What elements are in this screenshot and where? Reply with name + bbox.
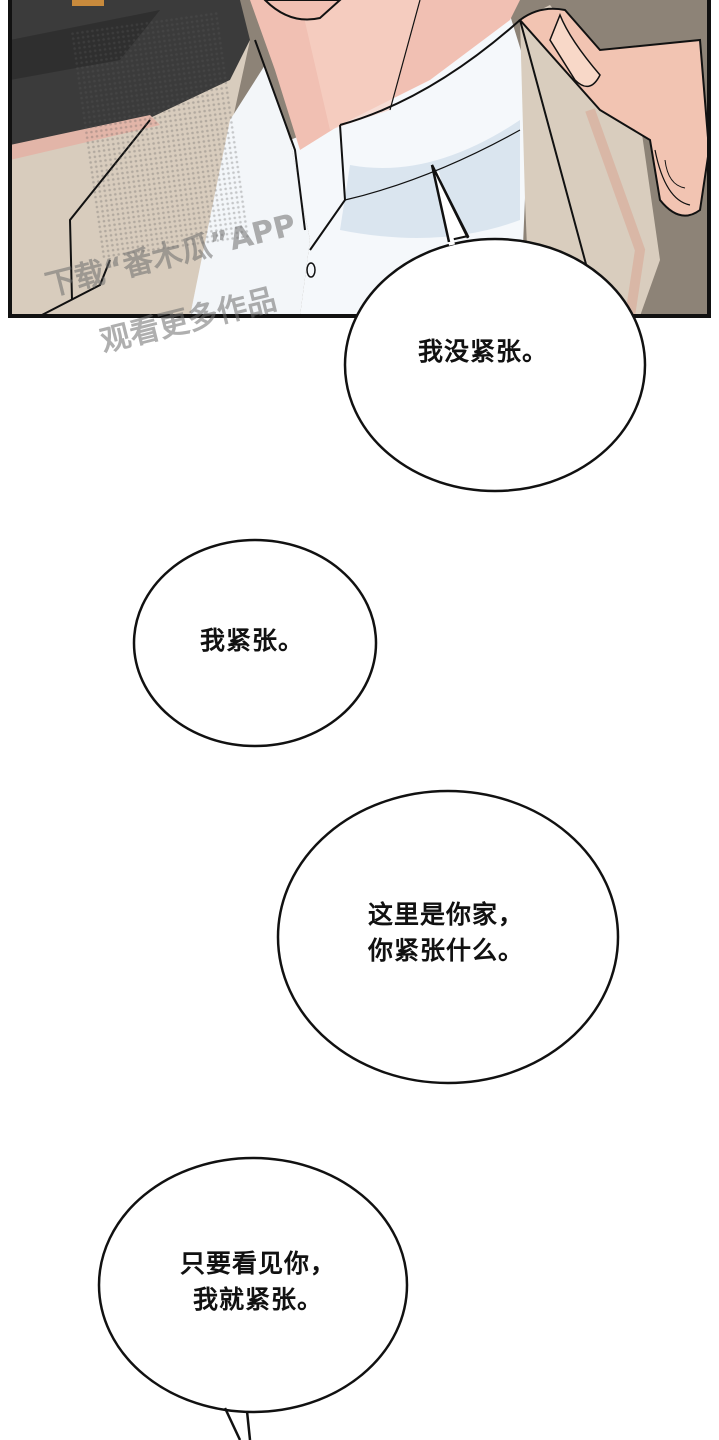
speech-bubble-4 — [97, 1156, 409, 1440]
bubble-1-text: 我没紧张。 — [417, 337, 549, 366]
speech-bubble-1 — [343, 164, 647, 493]
bubble-3-text: 这里是你家， 你紧张什么。 — [367, 900, 525, 965]
speech-bubble-3 — [276, 789, 620, 1085]
speech-bubble-2 — [132, 538, 378, 748]
illustration-panel — [8, 0, 711, 318]
bubble-2-text: 我紧张。 — [199, 626, 305, 655]
bubble-4-text: 只要看见你， 我就紧张。 — [179, 1249, 337, 1314]
